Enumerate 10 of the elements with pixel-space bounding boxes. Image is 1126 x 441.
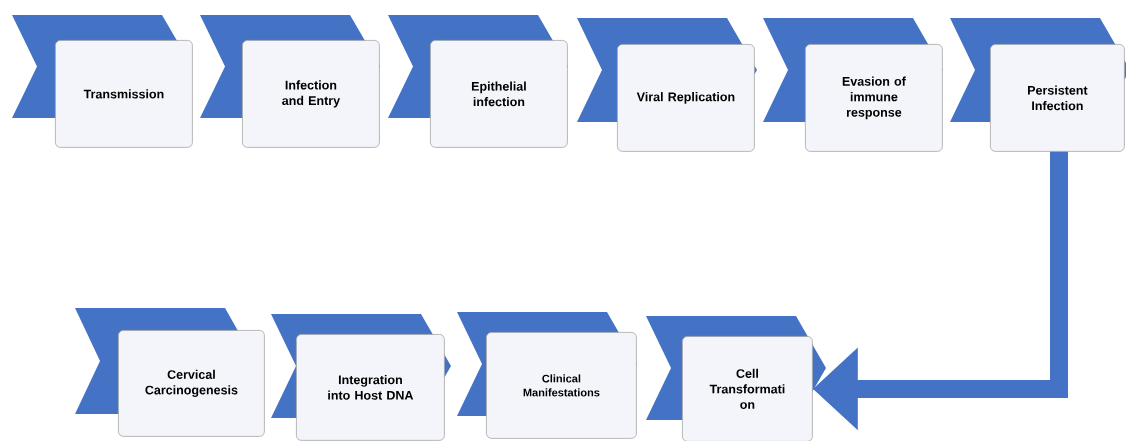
chevron-step: Clinical Manifestations bbox=[457, 312, 637, 439]
chevron-step: Infection and Entry bbox=[200, 15, 380, 148]
chevron-step: Cell Transformati on bbox=[646, 316, 826, 441]
chevron-step: Transmission bbox=[12, 15, 193, 148]
chevron-step: Epithelial infection bbox=[388, 15, 568, 148]
chevron-step: Viral Replication bbox=[577, 18, 757, 152]
chevron-step: Persistent Infection bbox=[950, 18, 1126, 152]
chevron-step: Cervical Carcinogenesis bbox=[75, 308, 265, 437]
chevron-step: Integration into Host DNA bbox=[271, 314, 451, 441]
chevron-step: Evasion of immune response bbox=[763, 18, 943, 152]
